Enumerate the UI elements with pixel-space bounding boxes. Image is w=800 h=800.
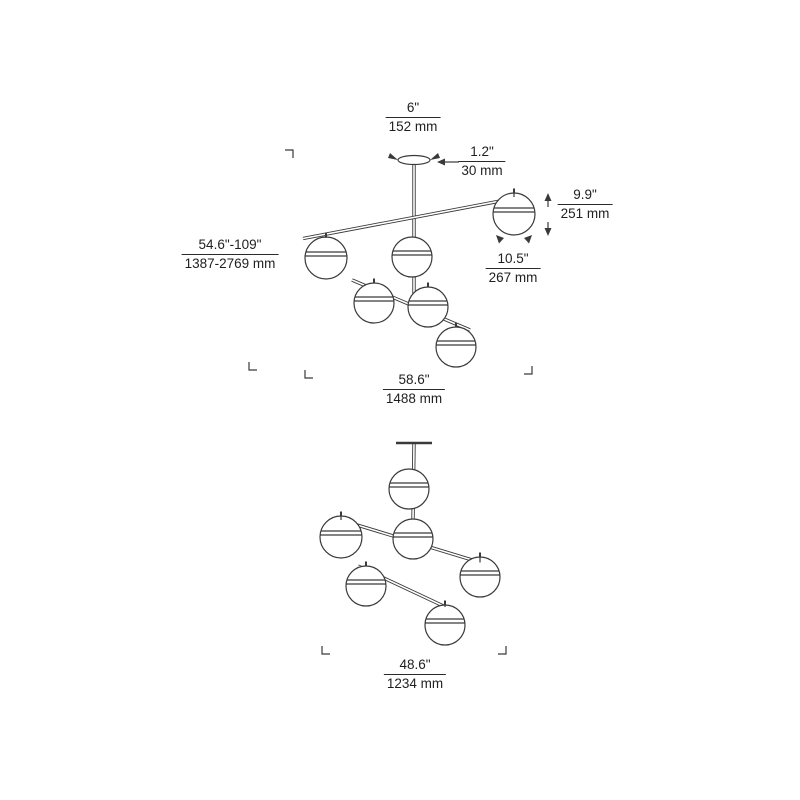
dim-fraction-bar [458,161,506,163]
extent-marks [248,149,533,655]
arm-stubs [325,193,515,327]
dim-stem-width-metric: 30 mm [461,163,503,179]
dimension-arrows [388,153,552,244]
canopy [397,154,431,166]
globe [304,236,348,280]
dim-fraction-bar [382,389,446,391]
dim-overall-width-metric: 1488 mm [385,391,443,407]
dim-overall-width-bottom-view: 48.6" 1234 mm [383,657,447,692]
bottom-view-drawing [319,441,501,646]
dim-stem-width-inches: 1.2" [470,144,494,159]
globe [407,286,449,328]
arm-stubs [340,516,481,607]
dim-fraction-bar [385,117,441,119]
globe [391,236,433,278]
dim-shade-height: 9.9" 251 mm [557,187,613,222]
arrow-shade-width-left [496,235,504,244]
dim-overall-width-inches: 58.6" [398,372,430,387]
top-view-drawing [302,154,536,368]
dim-fraction-bar [181,254,279,256]
arrow-shade-top [544,193,552,201]
globe [319,515,363,559]
arrow-canopy-right [430,153,440,160]
dim-overall-height-inches: 54.6"-109" [198,237,262,252]
dim-shade-height-metric: 251 mm [560,206,610,222]
arrow-stem [437,158,445,166]
extent-mark [321,646,330,655]
dim-overall-width-top-view: 58.6" 1488 mm [382,372,446,407]
globe [392,518,434,560]
globe [353,282,395,324]
extent-mark [498,646,507,655]
globe [435,326,477,368]
dim-canopy-width-inches: 6" [406,100,420,115]
dim-stem-width: 1.2" 30 mm [458,144,506,179]
dim-overall-height-metric: 1387-2769 mm [184,256,276,272]
globe [459,556,501,598]
extent-mark [248,362,257,371]
dim-shade-width-inches: 10.5" [497,251,529,266]
dim-fraction-bar [485,268,541,270]
dim-overall-height: 54.6"-109" 1387-2769 mm [181,237,279,272]
dim-fraction-bar [557,204,613,206]
globe [492,192,536,236]
extent-mark [524,366,533,375]
dim-canopy-width: 6" 152 mm [385,100,441,135]
dim-shade-height-inches: 9.9" [573,187,597,202]
dim-shade-width: 10.5" 267 mm [485,251,541,286]
dimension-leaders [445,161,549,228]
globe-sockets [340,511,481,605]
extent-mark [304,370,313,379]
arrow-canopy-left [388,153,398,160]
dim-overall-width-bottom-metric: 1234 mm [386,676,444,692]
globe [424,604,466,646]
dim-canopy-width-metric: 152 mm [388,119,438,135]
dim-overall-width-bottom-inches: 48.6" [399,657,431,672]
globe [345,565,387,607]
extent-mark [285,149,294,158]
upper-arm [302,194,525,241]
arrow-shade-bottom [544,228,552,236]
arrow-shade-width-right [524,235,532,244]
dim-fraction-bar [383,674,447,676]
dim-shade-width-metric: 267 mm [488,270,538,286]
globe [388,468,430,510]
